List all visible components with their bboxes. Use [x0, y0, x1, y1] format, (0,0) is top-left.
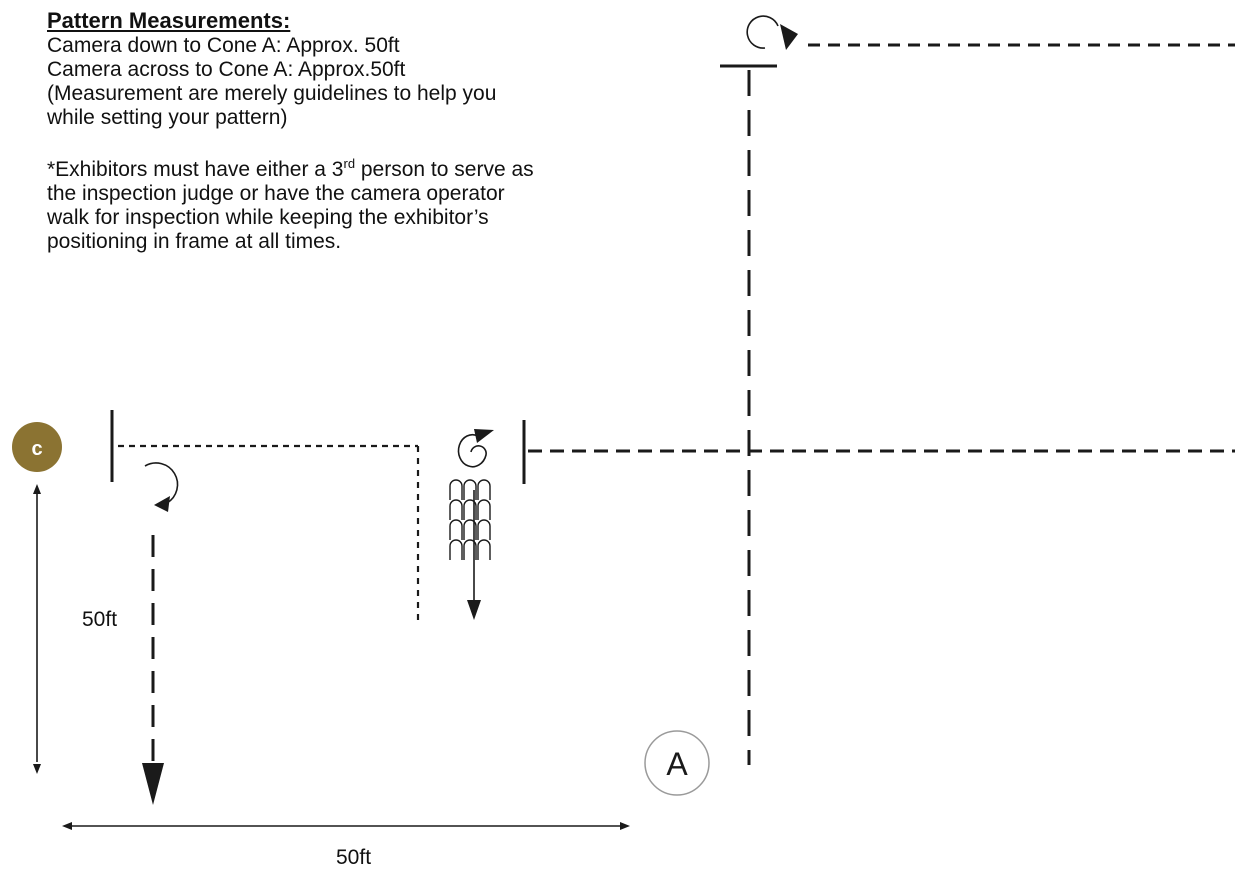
camera-marker: c [12, 422, 62, 472]
vertical-dimension-arrow [33, 484, 41, 774]
measurement-line: while setting your pattern) [47, 106, 288, 129]
vertical-dimension-label: 50ft [82, 608, 118, 631]
footnote-line: *Exhibitors must have either a 3rd perso… [47, 152, 727, 182]
rotate-counterclockwise-icon [457, 429, 494, 468]
rotate-clockwise-icon [144, 462, 179, 512]
cone-label: A [666, 746, 688, 782]
footnote-text: person to serve as [355, 158, 534, 181]
horizontal-dimension-label: 50ft [336, 846, 372, 869]
left-arrowhead [142, 763, 164, 805]
footnote-line: the inspection judge or have the camera … [47, 182, 505, 205]
pattern-notes: Pattern Measurements: Camera down to Con… [47, 8, 727, 254]
camera-label: c [31, 438, 42, 460]
measurement-line: Camera across to Cone A: Approx.50ft [47, 58, 406, 81]
footnote-superscript: rd [343, 156, 356, 171]
rotate-clockwise-icon [746, 15, 798, 50]
footnote-line: walk for inspection while keeping the ex… [47, 206, 489, 229]
hoofprint-icon [449, 479, 491, 560]
measurement-line: Camera down to Cone A: Approx. 50ft [47, 34, 400, 57]
footnote-line: positioning in frame at all times. [47, 230, 342, 253]
footnote-text: *Exhibitors must have either a 3 [47, 158, 344, 181]
pattern-heading: Pattern Measurements: [47, 8, 291, 33]
horizontal-dimension-arrow [62, 822, 630, 830]
track-arrowhead [467, 600, 481, 620]
measurement-line: (Measurement are merely guidelines to he… [47, 82, 497, 105]
cone-a-marker: A [644, 730, 710, 796]
